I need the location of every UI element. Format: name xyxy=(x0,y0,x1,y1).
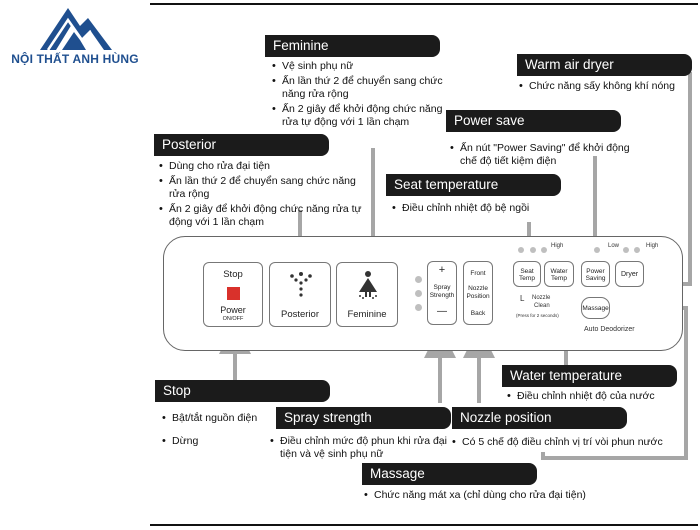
spray-minus-label: — xyxy=(437,306,447,317)
temp-level-dot xyxy=(530,247,536,253)
feminine-desc-3: Ấn 2 giây để khởi động chức năng rửa tự … xyxy=(270,103,450,129)
spray-strength-button[interactable]: + Spray Strength — xyxy=(427,261,457,325)
water-temp-label-2: Temp xyxy=(551,275,567,282)
feminine-button[interactable]: Feminine xyxy=(336,262,398,327)
water-temperature-label: Water temperature xyxy=(502,365,677,387)
warm-air-dryer-description: Chức năng sấy không khí nóng xyxy=(517,80,697,95)
auto-deodorizer-label: Auto Deodorizer xyxy=(584,326,635,333)
onoff-label: ON/OFF xyxy=(222,316,244,322)
dryer-level-dot xyxy=(594,247,600,253)
feminine-description: Vệ sinh phụ nữ Ấn lần thứ 2 để chuyển sa… xyxy=(270,60,450,131)
nozzle-back-label: Back xyxy=(470,310,486,317)
power-button-label: Power xyxy=(220,305,246,315)
level-dot xyxy=(415,304,422,311)
feminine-person-icon xyxy=(359,271,377,299)
feminine-label: Feminine xyxy=(265,35,440,57)
control-panel: Stop Power ON/OFF Posterior xyxy=(163,236,683,351)
seat-temperature-label: Seat temperature xyxy=(386,174,561,196)
power-saving-label-1: Power xyxy=(586,268,605,275)
posterior-button[interactable]: Posterior xyxy=(269,262,331,327)
stop-desc-2: Dừng xyxy=(160,435,300,448)
nozzle-position-label: Nozzle position xyxy=(452,407,627,429)
power-save-desc-1: Ấn nút "Power Saving" để khởi động chế đ… xyxy=(448,142,648,168)
nozzle-position-button[interactable]: Front Nozzle Position Back xyxy=(463,261,493,325)
seat-temp-label-2: Temp xyxy=(519,275,535,282)
power-saving-button[interactable]: Power Saving xyxy=(581,261,610,287)
low-label-right: Low xyxy=(608,243,620,249)
dryer-label: Dryer xyxy=(620,271,639,278)
spray-desc-1: Điều chỉnh mức độ phun khi rửa đại tiện … xyxy=(268,435,453,461)
nozzle-label-1: Nozzle xyxy=(468,285,488,292)
power-indicator-icon xyxy=(227,287,240,300)
water-temp-desc-1: Điều chỉnh nhiệt độ của nước xyxy=(505,390,695,403)
feminine-desc-1: Vệ sinh phụ nữ xyxy=(270,60,450,73)
power-save-description: Ấn nút "Power Saving" để khởi động chế đ… xyxy=(448,142,648,170)
water-temp-label-1: Water xyxy=(550,268,568,275)
dryer-button[interactable]: Dryer xyxy=(615,261,644,287)
spray-label-2: Strength xyxy=(429,292,455,299)
water-temperature-description: Điều chỉnh nhiệt độ của nước xyxy=(505,390,695,405)
power-save-label: Power save xyxy=(446,110,621,132)
spray-label-1: Spray xyxy=(433,284,451,291)
posterior-button-label: Posterior xyxy=(280,309,319,320)
nozzle-clean-bracket: L xyxy=(520,294,525,303)
nozzle-front-label: Front xyxy=(470,270,486,277)
power-saving-label-2: Saving xyxy=(585,275,606,282)
seat-temperature-description: Điều chỉnh nhiệt độ bệ ngồi xyxy=(390,202,570,217)
massage-description: Chức năng mát xa (chỉ dùng cho rửa đại t… xyxy=(362,489,662,504)
massage-label: Massage xyxy=(582,305,609,312)
temp-level-dot xyxy=(518,247,524,253)
massage-desc-1: Chức năng mát xa (chỉ dùng cho rửa đại t… xyxy=(362,489,662,502)
posterior-desc-2: Ấn lần thứ 2 để chuyển sang chức năng rử… xyxy=(157,175,372,201)
posterior-description: Dùng cho rửa đại tiện Ấn lần thứ 2 để ch… xyxy=(157,160,372,231)
stop-desc-1: Bật/tắt nguồn điện xyxy=(160,412,300,425)
seat-temp-label-1: Seat xyxy=(520,268,534,275)
dryer-level-dot xyxy=(623,247,629,253)
nozzle-label-2: Position xyxy=(466,293,490,300)
spray-strength-label: Spray strength xyxy=(276,407,451,429)
water-temp-button[interactable]: Water Temp xyxy=(544,261,574,287)
stop-label: Stop xyxy=(155,380,330,402)
posterior-desc-1: Dùng cho rửa đại tiện xyxy=(157,160,372,173)
stop-button-label: Stop xyxy=(223,269,243,280)
dryer-level-dot xyxy=(634,247,640,253)
nozzle-clean-label-2: Clean xyxy=(534,303,550,309)
massage-label-box: Massage xyxy=(362,463,537,485)
massage-button[interactable]: Massage xyxy=(581,297,610,319)
feminine-desc-2: Ấn lần thứ 2 để chuyển sang chức năng rử… xyxy=(270,75,450,101)
nozzle-clean-note: (Press for 2 seconds) xyxy=(516,313,559,318)
top-border-line xyxy=(150,3,698,5)
posterior-desc-3: Ấn 2 giây để khởi động chức năng rửa tự … xyxy=(157,203,372,229)
level-dot xyxy=(415,276,422,283)
spray-plus-label: + xyxy=(438,264,446,276)
feminine-button-label: Feminine xyxy=(347,309,387,320)
warm-air-dryer-label: Warm air dryer xyxy=(517,54,692,76)
posterior-spray-icon xyxy=(290,272,312,297)
seat-temp-button[interactable]: Seat Temp xyxy=(513,261,541,287)
high-label-right: High xyxy=(646,243,659,249)
stop-power-button[interactable]: Stop Power ON/OFF xyxy=(203,262,263,327)
nozzle-position-description: Có 5 chế độ điều chỉnh vị trí vòi phun n… xyxy=(450,436,680,451)
warm-air-desc-1: Chức năng sấy không khí nóng xyxy=(517,80,697,93)
brand-name: NỘI THẤT ANH HÙNG xyxy=(11,52,139,66)
bottom-border-line xyxy=(150,524,698,526)
nozzle-clean-label-1: Nozzle xyxy=(532,295,551,301)
seat-temp-desc-1: Điều chỉnh nhiệt độ bệ ngồi xyxy=(390,202,570,215)
high-label-left: High xyxy=(551,243,564,249)
posterior-label: Posterior xyxy=(154,134,329,156)
spray-strength-description: Điều chỉnh mức độ phun khi rửa đại tiện … xyxy=(268,435,453,463)
level-dot xyxy=(415,290,422,297)
mountain-logo-icon xyxy=(40,8,112,51)
stop-description: Bật/tắt nguồn điện Dừng xyxy=(160,412,300,450)
nozzle-desc-1: Có 5 chế độ điều chỉnh vị trí vòi phun n… xyxy=(450,436,680,449)
temp-level-dot xyxy=(541,247,547,253)
